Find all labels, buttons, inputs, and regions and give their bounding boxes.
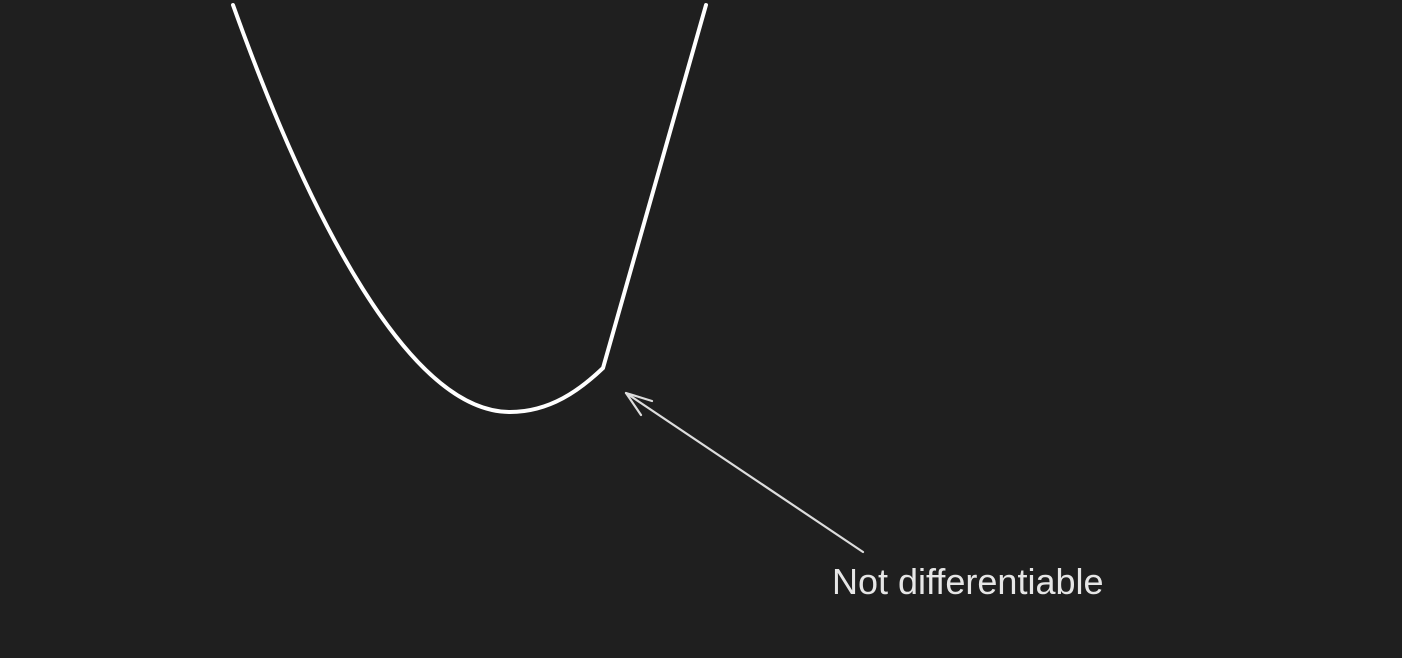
annotation-label: Not differentiable	[832, 561, 1104, 602]
function-curve	[231, 3, 708, 415]
annotation-arrow	[624, 391, 865, 554]
arrowhead-icon	[624, 391, 654, 417]
